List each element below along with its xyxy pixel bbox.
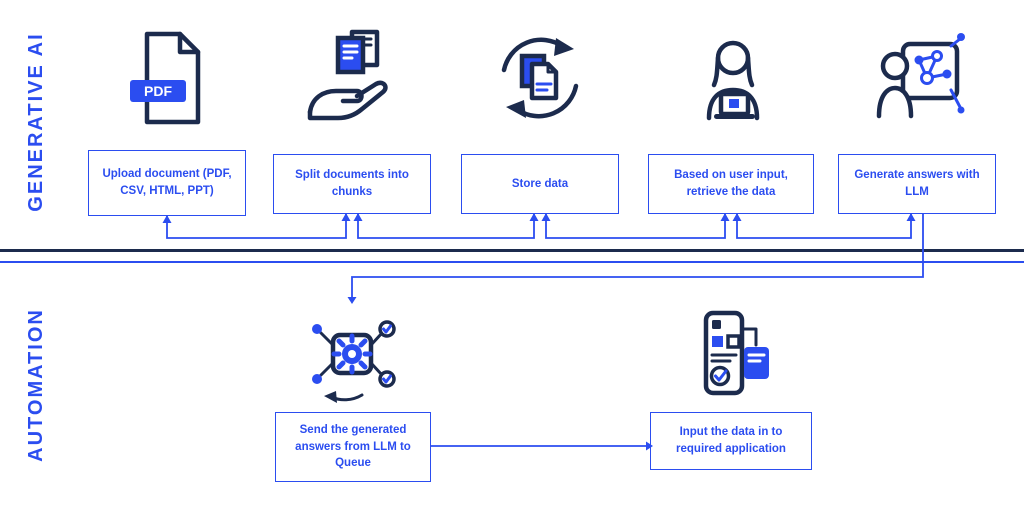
- section-divider-dark: [0, 249, 1024, 252]
- pdf-label: PDF: [144, 83, 172, 99]
- person-laptop-icon: [706, 40, 760, 121]
- step-box-retrieve-data: Based on user input, retrieve the data: [648, 154, 814, 214]
- sync-documents-icon: [501, 37, 579, 119]
- step-box-store-data: Store data: [461, 154, 619, 214]
- step-box-upload-document: Upload document (PDF, CSV, HTML, PPT): [88, 150, 246, 216]
- section-divider-accent: [0, 261, 1024, 263]
- section-label-automation: AUTOMATION: [25, 308, 47, 462]
- step-box-send-to-queue: Send the generated answers from LLM to Q…: [275, 412, 431, 482]
- pdf-document-icon: PDF: [130, 31, 201, 125]
- hand-holding-documents-icon: [307, 29, 388, 121]
- section-label-generative-ai: GENERATIVE AI: [25, 32, 47, 212]
- step-box-split-documents: Split documents into chunks: [273, 154, 431, 214]
- workflow-gear-icon: [312, 320, 396, 403]
- step-box-generate-answers: Generate answers with LLM: [838, 154, 996, 214]
- step-box-input-application: Input the data in to required applicatio…: [650, 412, 812, 470]
- phone-application-icon: [703, 310, 769, 396]
- person-llm-network-icon: [876, 33, 965, 119]
